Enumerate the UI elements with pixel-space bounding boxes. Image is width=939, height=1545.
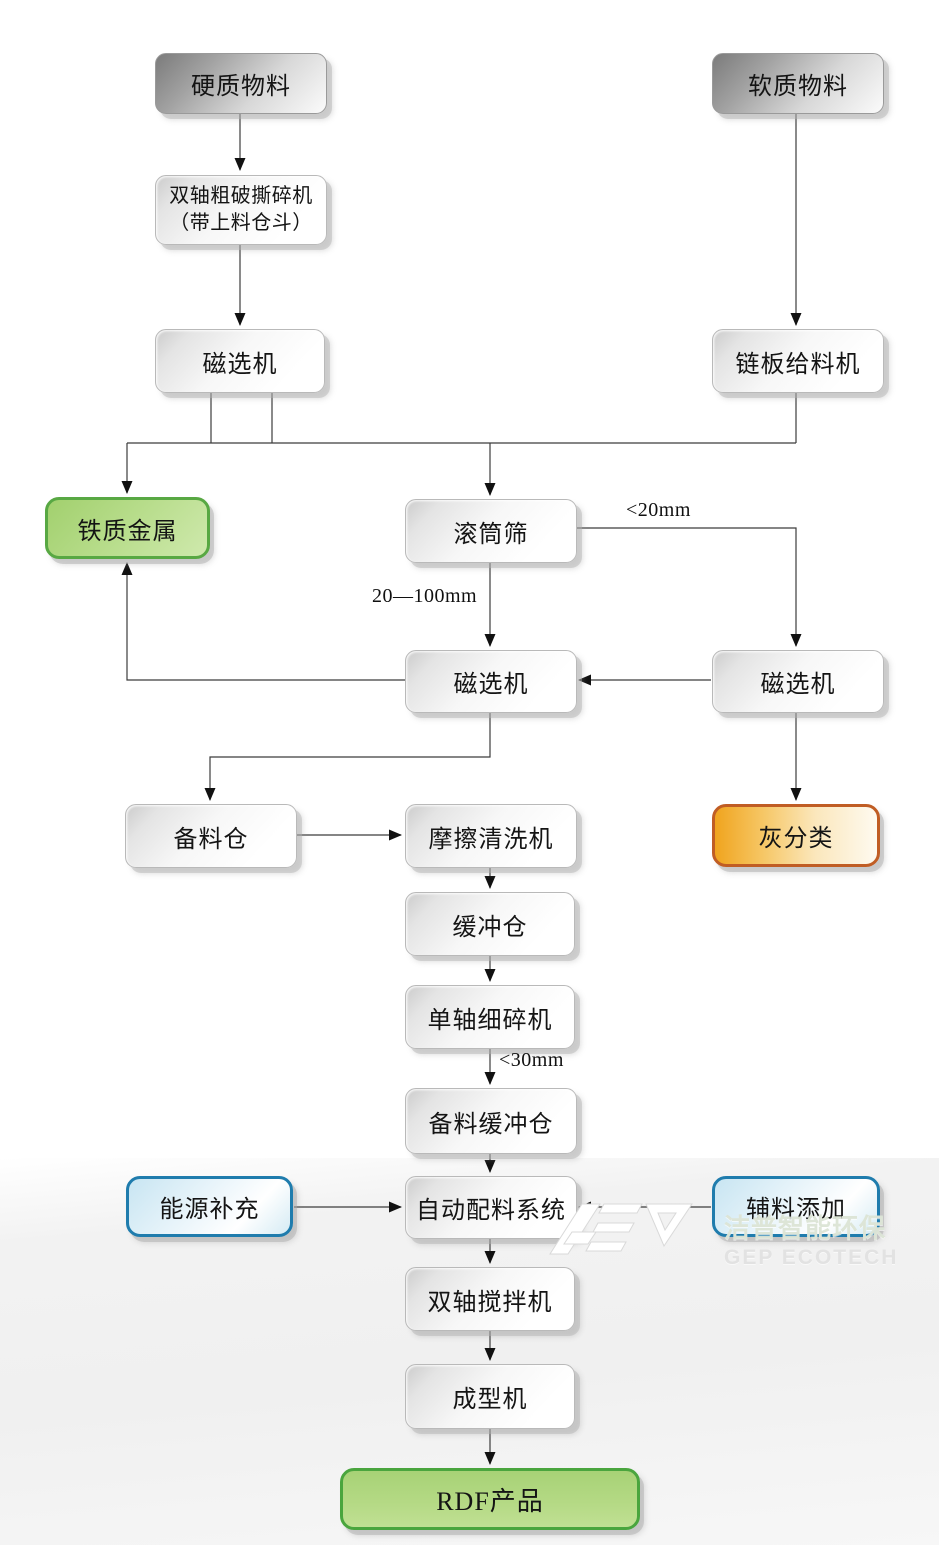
node-magnetic-separator-1: 磁选机 [155, 329, 325, 393]
node-trommel-screen: 滚筒筛 [405, 499, 577, 563]
node-label: 磁选机 [453, 672, 529, 698]
node-forming-machine: 成型机 [405, 1364, 575, 1429]
node-ferrous-metal: 铁质金属 [45, 497, 210, 559]
node-energy-supplement: 能源补充 [126, 1176, 293, 1237]
node-chain-feeder: 链板给料机 [712, 329, 884, 393]
node-label: 灰分类 [758, 826, 834, 852]
node-hard-material: 硬质物料 [155, 53, 327, 114]
node-stock-bin: 备料仓 [125, 804, 297, 868]
node-label: 磁选机 [202, 351, 278, 378]
node-label: 单轴细碎机 [427, 1007, 553, 1034]
node-rdf-product: RDF产品 [340, 1468, 640, 1530]
node-label: 备料仓 [173, 826, 249, 853]
node-label: 磁选机 [760, 672, 836, 698]
node-label: 能源补充 [159, 1197, 260, 1223]
node-label: 缓冲仓 [452, 914, 528, 941]
node-label-line1: 双轴粗破撕碎机 [169, 185, 313, 207]
node-magnetic-separator-2: 磁选机 [405, 650, 577, 713]
node-soft-material: 软质物料 [712, 53, 884, 114]
node-auto-batching-system: 自动配料系统 [405, 1176, 577, 1239]
edge-label-under-30mm: <30mm [499, 1049, 564, 1071]
node-label: 成型机 [452, 1387, 528, 1413]
node-label: 自动配料系统 [416, 1198, 566, 1224]
node-friction-washer: 摩擦清洗机 [405, 804, 577, 868]
node-label: 滚筒筛 [453, 521, 529, 548]
node-label: 硬质物料 [191, 74, 291, 100]
edge-mag2-to-stockbin [204, 712, 491, 801]
node-buffer-bin: 缓冲仓 [405, 892, 575, 956]
node-label-line2: （带上料仓斗） [169, 212, 313, 234]
node-fine-shredder: 单轴细碎机 [405, 985, 575, 1049]
node-label: 摩擦清洗机 [428, 826, 554, 853]
node-ash-sorting: 灰分类 [712, 804, 880, 867]
node-label: 双轴搅拌机 [427, 1289, 553, 1316]
edge-trommel-to-mag3 [576, 527, 802, 647]
node-label: 备料缓冲仓 [428, 1111, 554, 1138]
node-label: 辅料添加 [746, 1197, 846, 1223]
node-label: 软质物料 [748, 74, 848, 100]
edge-mag2-to-ferrous-bottom [121, 562, 405, 681]
node-label: 链板给料机 [735, 351, 861, 378]
node-auxiliary-addition: 辅料添加 [712, 1176, 880, 1237]
edge-label-20-100mm: 20—100mm [372, 585, 478, 607]
node-label: 铁质金属 [77, 518, 178, 545]
node-double-shaft-mixer: 双轴搅拌机 [405, 1267, 575, 1331]
node-stock-buffer-bin: 备料缓冲仓 [405, 1088, 577, 1154]
edge-label-under-20mm: <20mm [626, 499, 691, 521]
node-magnetic-separator-3: 磁选机 [712, 650, 884, 713]
node-coarse-shredder: 双轴粗破撕碎机 （带上料仓斗） [155, 175, 327, 245]
node-label: RDF产品 [436, 1486, 544, 1516]
node-label: 双轴粗破撕碎机 （带上料仓斗） [169, 183, 313, 237]
